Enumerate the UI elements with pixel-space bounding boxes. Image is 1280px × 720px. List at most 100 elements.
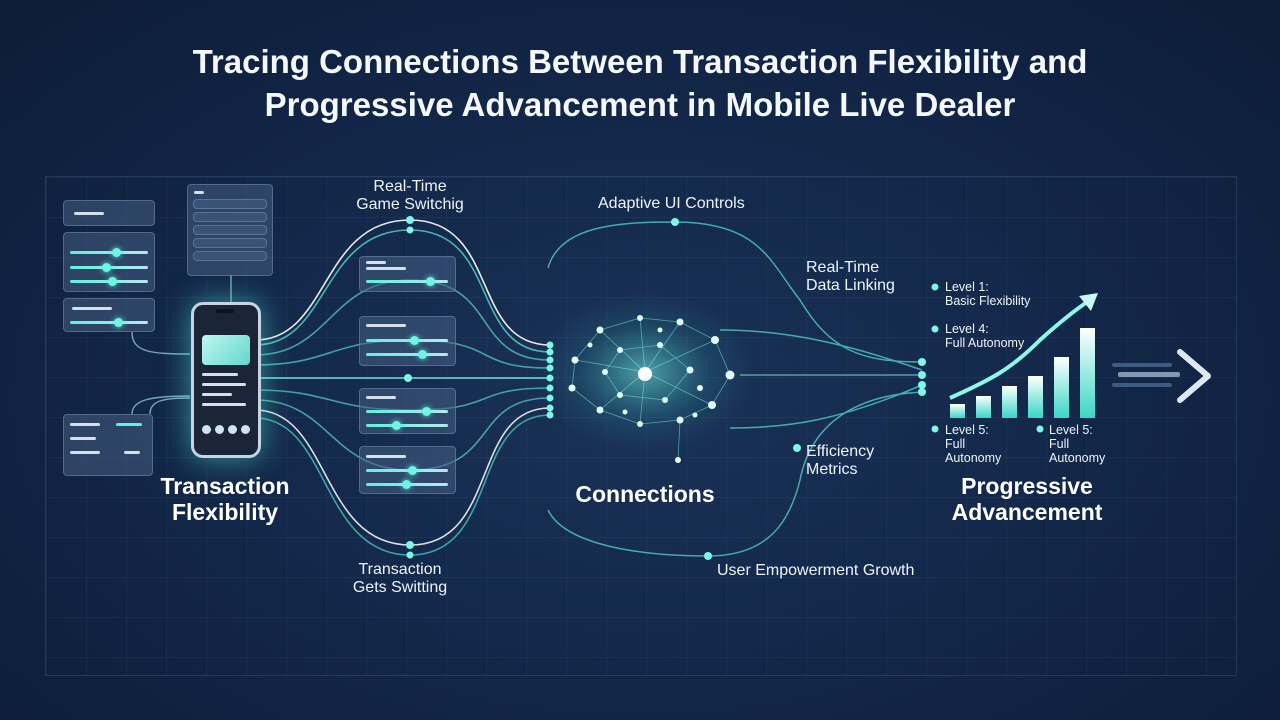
slider-knob [402, 480, 411, 489]
outer-loops [547, 221, 923, 557]
label-line: Game Switchig [356, 196, 464, 213]
card-bar [70, 451, 100, 454]
slider-panel-4 [359, 446, 456, 494]
exit-arrow [1112, 349, 1211, 403]
label-realtime-game-switching: Real-Time Game Switchig [330, 178, 490, 214]
slider-panel-1 [359, 256, 456, 292]
panel-bar [366, 396, 396, 399]
mini-card-list [187, 184, 273, 276]
section-transaction-flexibility: Transaction Flexibility [140, 473, 310, 525]
card-connectors [131, 275, 232, 415]
level-5b-label: Level 5: Full Autonomy [1049, 423, 1105, 465]
phone-bar [202, 403, 246, 406]
phone-screen-card [202, 335, 250, 365]
section-progressive-advancement: Progressive Advancement [932, 473, 1122, 525]
mini-card-slider [63, 298, 155, 332]
slider-knob [408, 466, 417, 475]
card-bar [124, 451, 140, 454]
page-title: Tracing Connections Between Transaction … [0, 40, 1280, 126]
level-line: Full [945, 437, 966, 451]
label-line: Real-Time [373, 178, 447, 195]
label-user-empowerment-growth: User Empowerment Growth [717, 562, 915, 579]
slider-knob [102, 263, 111, 272]
title-line-1: Tracing Connections Between Transaction … [192, 43, 1088, 80]
list-row [193, 251, 267, 261]
label-transaction-gets-switting: Transaction Gets Switting [320, 561, 480, 597]
label-efficiency-metrics: Efficiency Metrics [806, 443, 874, 479]
level-5a-label: Level 5: Full Autonomy [945, 423, 1001, 465]
growth-arrow [949, 298, 1092, 400]
level-line: Level 1: [945, 280, 989, 294]
card-bar [116, 423, 142, 426]
card-bar [74, 212, 104, 215]
level-line: Level 5: [945, 423, 989, 437]
card-bar [70, 437, 96, 440]
slider-knob [392, 421, 401, 430]
card-bar [72, 307, 112, 310]
label-line: Data Linking [806, 277, 895, 294]
section-line: Flexibility [171, 499, 279, 525]
list-row [193, 238, 267, 248]
slider-knob [426, 277, 435, 286]
slider-knob [114, 318, 123, 327]
level-line: Autonomy [945, 451, 1002, 465]
phone-buttons [202, 425, 250, 435]
phone-notch [216, 309, 234, 313]
label-line: Metrics [806, 461, 858, 478]
loop-nodes [671, 218, 926, 560]
section-line: Advancement [951, 499, 1103, 525]
section-connections: Connections [575, 481, 715, 507]
level-line: Autonomy [1049, 451, 1106, 465]
slider-panel-2 [359, 316, 456, 366]
phone-bar [202, 373, 238, 376]
list-row [193, 212, 267, 222]
phone-bar [202, 393, 232, 396]
slider-track [70, 251, 148, 254]
mini-card-sliders [63, 232, 155, 292]
slider-track [366, 424, 448, 427]
mini-card-table [63, 414, 153, 476]
panel-bar [366, 455, 406, 458]
level-line: Full Autonomy [945, 336, 1025, 350]
slider-track [366, 353, 448, 356]
label-line: Real-Time [806, 259, 880, 276]
growth-bars [950, 328, 1095, 418]
panel-bar [366, 267, 406, 270]
slider-knob [422, 407, 431, 416]
mobile-phone [191, 302, 261, 458]
card-bar [194, 191, 204, 194]
mini-card-search [63, 200, 155, 226]
label-adaptive-ui-controls: Adaptive UI Controls [598, 195, 745, 212]
slider-knob [410, 336, 419, 345]
panel-bar [366, 261, 386, 264]
slider-track [366, 469, 448, 472]
slider-knob [112, 248, 121, 257]
section-line: Transaction [160, 473, 290, 499]
label-realtime-data-linking: Real-Time Data Linking [806, 259, 895, 295]
label-line: Efficiency [806, 443, 875, 460]
level-line: Basic Flexibility [945, 294, 1031, 308]
title-line-2: Progressive Advancement in Mobile Live D… [264, 86, 1016, 123]
slider-track [366, 280, 448, 283]
list-row [193, 199, 267, 209]
growth-arrow-head [1079, 293, 1098, 311]
level-1-label: Level 1: Basic Flexibility [945, 280, 1030, 308]
slider-track [366, 339, 448, 342]
level-dots [931, 283, 1044, 433]
level-line: Level 4: [945, 322, 989, 336]
level-line: Level 5: [1049, 423, 1093, 437]
slider-knob [418, 350, 427, 359]
slider-knob [108, 277, 117, 286]
brain-network [535, 292, 755, 463]
list-row [193, 225, 267, 235]
slider-track [366, 410, 448, 413]
phone-bar [202, 383, 246, 386]
level-4-label: Level 4: Full Autonomy [945, 322, 1024, 350]
slider-track [70, 321, 148, 324]
level-line: Full [1049, 437, 1070, 451]
card-bar [70, 423, 100, 426]
label-line: Gets Switting [352, 579, 448, 596]
label-line: Transaction [358, 561, 442, 578]
section-line: Progressive [961, 473, 1093, 499]
